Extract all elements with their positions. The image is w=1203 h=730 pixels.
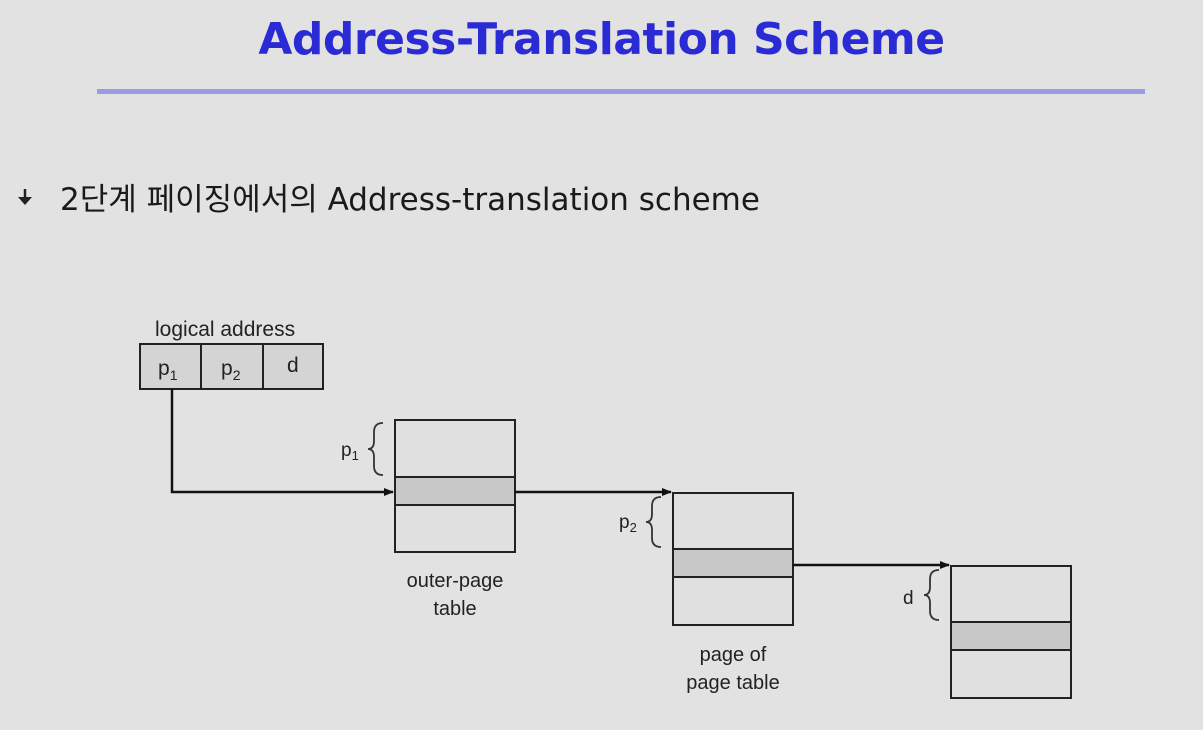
arrow-p1-to-outer-table	[170, 389, 394, 496]
arrow-bullet-icon	[18, 188, 32, 205]
brace-label-p1: p1	[341, 440, 359, 463]
brace-label-p2: p2	[619, 512, 637, 535]
brace-p1-icon	[367, 422, 384, 476]
slide-title: Address-Translation Scheme	[258, 14, 945, 65]
field-d: d	[287, 354, 299, 377]
page-of-page-table-caption-line2: page table	[686, 672, 779, 694]
outer-page-table-caption-line2: table	[433, 598, 476, 620]
brace-label-d: d	[903, 588, 914, 609]
physical-memory-frame	[950, 565, 1072, 699]
logical-address-label: logical address	[155, 318, 295, 341]
bullet-item: 2단계 페이징에서의 Address-translation scheme	[14, 174, 760, 219]
bullet-text: 2단계 페이징에서의 Address-translation scheme	[60, 182, 760, 218]
outer-page-table	[394, 419, 516, 553]
outer-page-table-caption-line1: outer-page	[407, 570, 504, 592]
logical-address-box: p1 p2 d	[139, 343, 324, 390]
page-of-page-table-caption-line1: page of	[700, 644, 767, 666]
brace-d-icon	[923, 569, 940, 621]
title-underline	[97, 89, 1145, 94]
brace-p2-icon	[645, 496, 662, 548]
page-of-page-table	[672, 492, 794, 626]
field-p2: p2	[221, 357, 241, 383]
field-p1: p1	[158, 357, 178, 383]
